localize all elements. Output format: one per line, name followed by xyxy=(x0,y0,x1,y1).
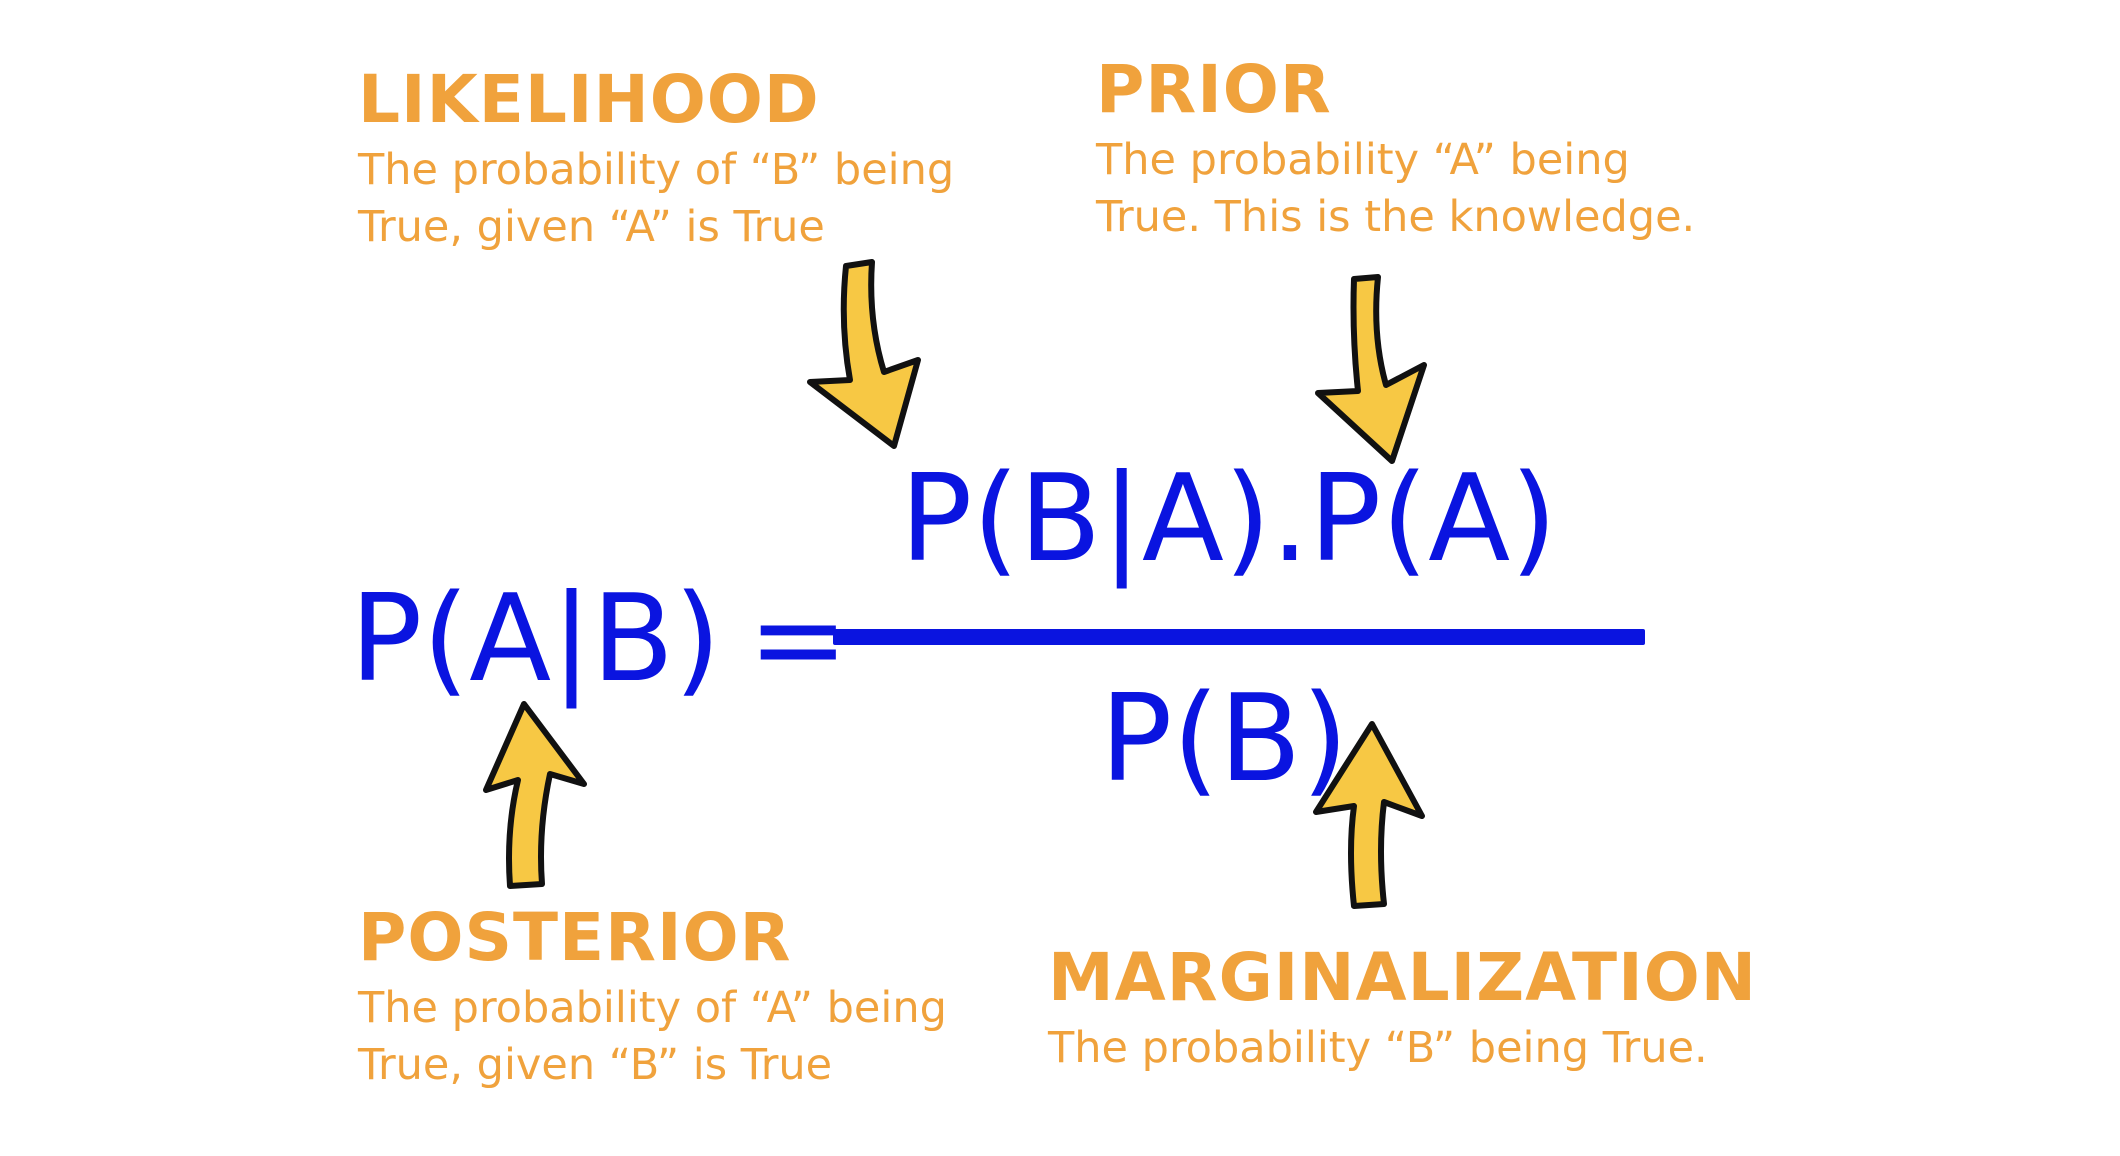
posterior-annotation: POSTERIOR The probability of “A” being T… xyxy=(358,900,1058,1094)
fraction-bar xyxy=(833,629,1645,645)
curved-arrow-up-icon xyxy=(1313,721,1425,909)
likelihood-title: LIKELIHOOD xyxy=(358,61,820,138)
formula-posterior-term: P(A|B) xyxy=(350,570,721,709)
formula-denominator: P(B) xyxy=(1100,670,1349,809)
marginalization-description: The probability “B” being True. xyxy=(1048,1023,1708,1073)
curved-arrow-down-icon xyxy=(1315,274,1427,464)
likelihood-description: The probability of “B” being True, given… xyxy=(358,145,955,252)
curved-arrow-down-icon xyxy=(807,259,921,449)
likelihood-annotation: LIKELIHOOD The probability of “B” being … xyxy=(358,62,1058,256)
marginalization-title: MARGINALIZATION xyxy=(1048,939,1757,1016)
formula-equals-sign: = xyxy=(748,570,849,709)
prior-title: PRIOR xyxy=(1096,51,1332,128)
prior-description: The probability “A” being True. This is … xyxy=(1096,135,1696,242)
marginalization-annotation: MARGINALIZATION The probability “B” bein… xyxy=(1048,940,1908,1077)
posterior-title: POSTERIOR xyxy=(358,899,792,976)
curved-arrow-up-icon xyxy=(483,701,587,889)
formula-numerator: P(B|A).P(A) xyxy=(900,450,1558,589)
posterior-description: The probability of “A” being True, given… xyxy=(358,983,947,1090)
prior-annotation: PRIOR The probability “A” being True. Th… xyxy=(1096,52,1916,246)
